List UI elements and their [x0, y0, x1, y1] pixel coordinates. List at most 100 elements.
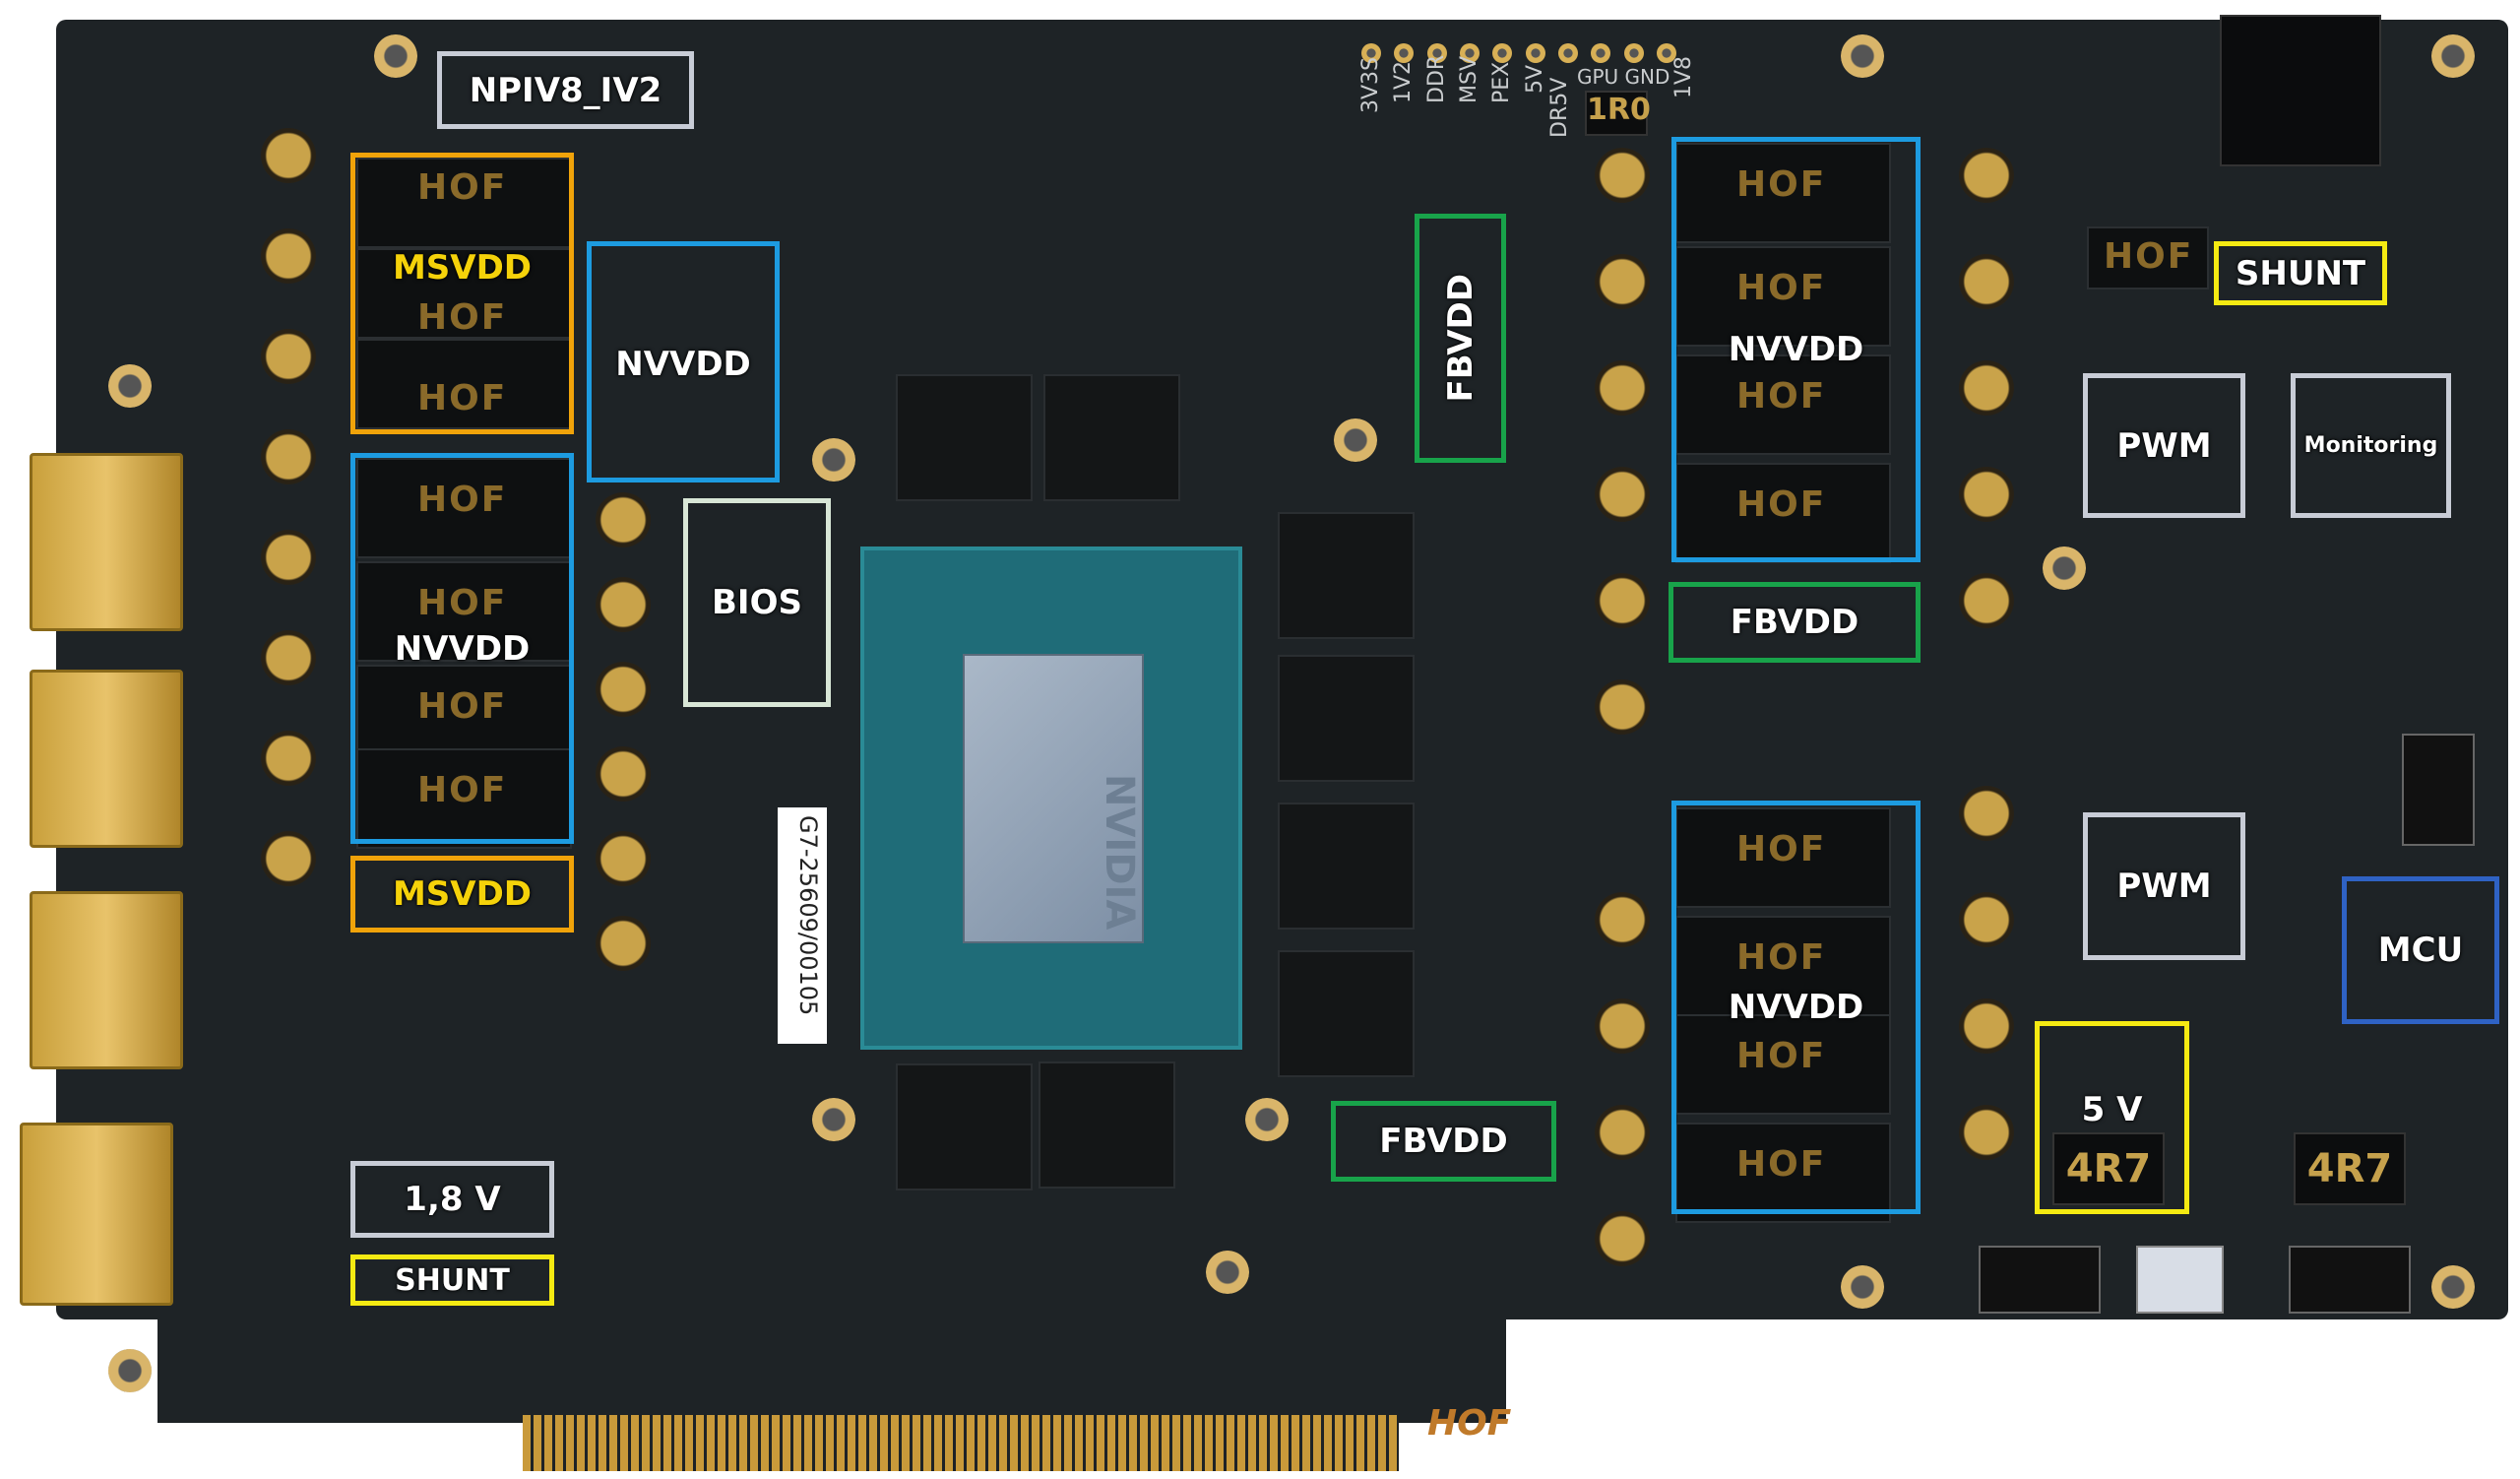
label-text: NVVDD	[615, 345, 751, 384]
choke: HOF	[356, 158, 572, 248]
test-point-label: PEX	[1489, 61, 1514, 103]
label-pwm-bottom: PWM	[2083, 812, 2245, 960]
test-point-label: 1V2	[1391, 60, 1416, 103]
serial-number: G7-25609/00105	[794, 815, 822, 1016]
memory-chip	[1278, 950, 1415, 1077]
label-text: NVVDD	[394, 628, 531, 669]
choke: HOF	[356, 458, 572, 558]
test-point-label: 1V8	[1671, 55, 1696, 98]
label-mcu: MCU	[2342, 876, 2499, 1024]
label-shunt-right: SHUNT	[2214, 241, 2387, 305]
choke: HOF	[1675, 463, 1891, 563]
test-point-label: GPU GND	[1577, 65, 1670, 89]
serial-sticker: G7-25609/00105	[778, 807, 827, 1044]
label-text: SHUNT	[395, 1262, 510, 1298]
capacitor	[1959, 573, 2014, 628]
fan-header	[1979, 1246, 2101, 1314]
displayport-connector	[30, 670, 183, 848]
capacitor	[1595, 360, 1650, 416]
label-msvdd-top: MSVDD	[350, 153, 574, 434]
displayport-connector	[30, 453, 183, 631]
choke: HOF	[1675, 143, 1891, 243]
label-text: MCU	[2377, 931, 2464, 970]
label-text: Monitoring	[2303, 433, 2438, 458]
mounting-hole	[812, 438, 855, 482]
test-point-label: 5V	[1523, 64, 1547, 94]
capacitor	[261, 530, 316, 585]
capacitor	[596, 746, 651, 802]
capacitor	[596, 577, 651, 632]
label-text: NVVDD	[1728, 988, 1864, 1027]
choke: HOF	[1675, 807, 1891, 908]
capacitor	[596, 492, 651, 547]
mounting-hole	[1206, 1251, 1249, 1294]
resistor-1r0: 1R0	[1585, 91, 1651, 136]
capacitor	[1959, 786, 2014, 841]
test-point	[1558, 43, 1578, 63]
label-fbvdd-bottom: FBVDD	[1331, 1101, 1556, 1182]
choke: HOF	[1675, 916, 1891, 1016]
gpu-die-marking: NVIDIA	[1097, 774, 1142, 931]
memory-chip	[1278, 655, 1415, 782]
mounting-hole	[2431, 34, 2475, 78]
label-text: MSVDD	[392, 874, 533, 914]
label-text: FBVDD	[1379, 1122, 1508, 1161]
capacitor	[261, 429, 316, 484]
hdmi-connector	[20, 1123, 173, 1306]
choke: HOF	[356, 748, 572, 849]
capacitor	[261, 831, 316, 886]
test-point	[1624, 43, 1644, 63]
capacitor	[596, 662, 651, 717]
capacitor	[1959, 467, 2014, 522]
choke: HOF	[1675, 246, 1891, 347]
label-shunt-left: SHUNT	[350, 1254, 554, 1306]
test-point-label: MSV	[1457, 56, 1481, 103]
choke: HOF	[356, 561, 572, 662]
capacitor	[261, 731, 316, 786]
label-text: NPIV8_IV2	[469, 70, 662, 110]
label-text: PWM	[2116, 867, 2212, 906]
capacitor	[596, 831, 651, 886]
power-connector	[2220, 15, 2381, 166]
test-point	[1361, 43, 1381, 63]
brand-logo: HOF	[1427, 1403, 1512, 1444]
label-nvvdd-mid: NVVDD	[587, 241, 780, 482]
memory-chip	[1039, 1061, 1175, 1189]
capacitor	[1595, 254, 1650, 309]
label-nvvdd-right-bottom: NVVDD	[1671, 801, 1921, 1214]
label-text: MSVDD	[392, 248, 533, 288]
label-text: FBVDD	[1730, 603, 1859, 642]
label-text: 5 V	[2081, 1090, 2143, 1129]
mounting-hole	[2043, 547, 2086, 590]
label-text: SHUNT	[2235, 253, 2366, 293]
choke: HOF	[1675, 354, 1891, 455]
capacitor	[1959, 998, 2014, 1054]
label-fbvdd-vertical: FBVDD	[1415, 214, 1506, 463]
mounting-hole	[812, 1098, 855, 1141]
gpu-die: NVIDIA	[963, 654, 1144, 943]
label-msvdd-bottom: MSVDD	[350, 856, 574, 932]
label-text: BIOS	[712, 583, 802, 622]
capacitor	[1595, 148, 1650, 203]
label-nvvdd-left: NVVDD	[350, 453, 574, 844]
test-point	[1492, 43, 1512, 63]
capacitor	[1959, 254, 2014, 309]
test-point-label: DR5V	[1547, 77, 1572, 138]
label-text: FBVDD	[1440, 274, 1480, 403]
label-pwm-top: PWM	[2083, 373, 2245, 518]
capacitor	[1595, 1105, 1650, 1160]
test-point-label: 3V3S	[1358, 56, 1383, 113]
label-npiv8: NPIV8_IV2	[437, 51, 694, 129]
label-text: PWM	[2116, 425, 2212, 466]
mounting-hole	[1841, 1265, 1884, 1309]
test-point	[1526, 43, 1545, 63]
capacitor	[1595, 679, 1650, 735]
mounting-hole	[108, 364, 152, 408]
label-text: 1,8 V	[404, 1180, 501, 1219]
capacitor	[1959, 1105, 2014, 1160]
test-point	[1657, 43, 1676, 63]
mounting-hole	[2431, 1265, 2475, 1309]
capacitor	[1959, 360, 2014, 416]
test-point	[1427, 43, 1447, 63]
pcie-connector	[523, 1415, 1399, 1471]
